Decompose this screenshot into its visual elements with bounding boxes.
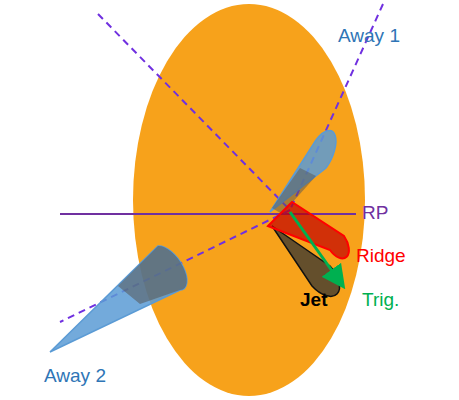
axis-lines bbox=[60, 4, 383, 322]
label-text: Jet bbox=[300, 290, 327, 311]
ridge-shape bbox=[268, 202, 349, 258]
trigger-arrow bbox=[290, 212, 340, 282]
label-text: Ridge bbox=[356, 246, 406, 267]
label-text: RP bbox=[362, 203, 388, 224]
away-cone bbox=[50, 246, 187, 352]
label-text: Trig. bbox=[362, 290, 399, 311]
overlap-region bbox=[133, 4, 365, 396]
label-text: Away 2 bbox=[44, 366, 106, 387]
away-shade bbox=[118, 246, 187, 304]
label-text: Away 1 bbox=[338, 26, 400, 47]
